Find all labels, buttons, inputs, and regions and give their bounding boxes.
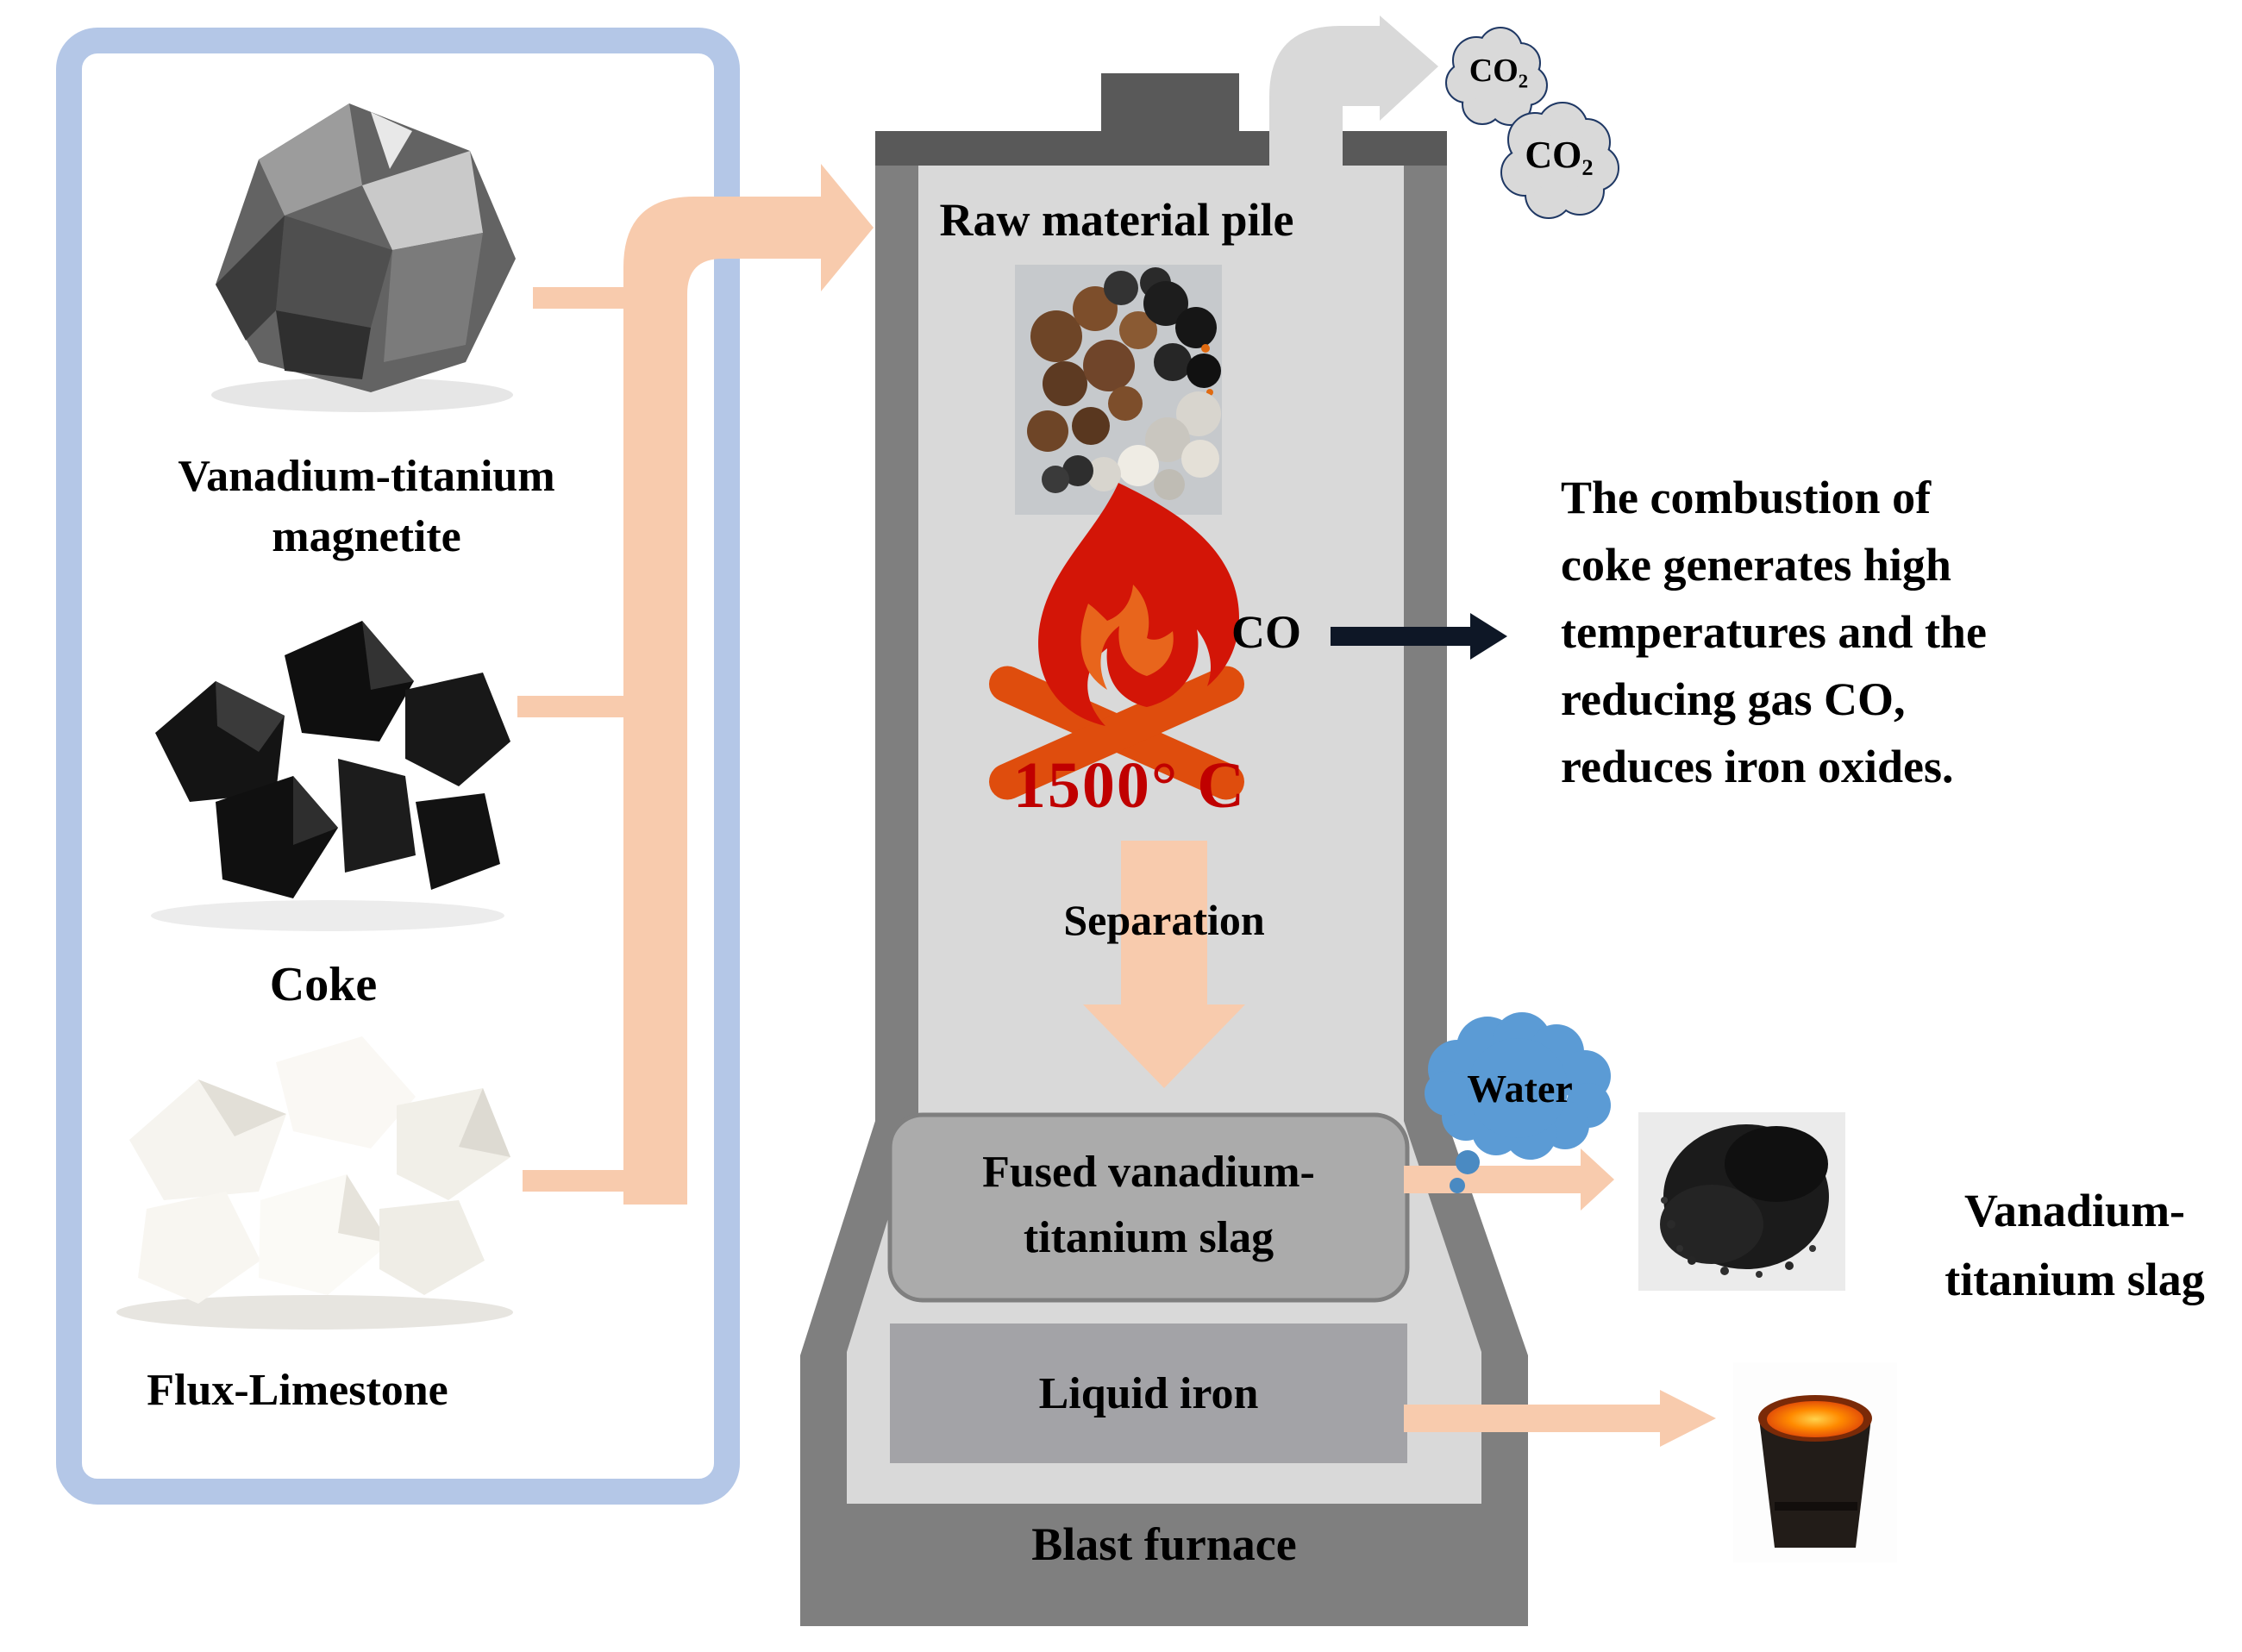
- combustion-note-line5: reduces iron oxides.: [1561, 741, 1954, 792]
- iron-box: [890, 1323, 1407, 1463]
- fire-icon: [989, 483, 1244, 800]
- slag-output-label-line2: titanium slag: [1945, 1254, 2205, 1305]
- exhaust-arrow: [1269, 16, 1438, 217]
- combustion-note-line3: temperatures and the: [1561, 606, 1987, 658]
- coke-label: Coke: [269, 958, 378, 1011]
- magnetite-label: Vanadium-titanium magnetite: [86, 447, 647, 567]
- slag-box-label-line2: titanium slag: [1023, 1213, 1274, 1262]
- feed-connector-limestone: [523, 1170, 625, 1192]
- iron-bucket-photo: [1733, 1362, 1897, 1562]
- slag-output-arrow: [1404, 1148, 1614, 1211]
- iron-output-arrow: [1404, 1390, 1716, 1447]
- co2-cloud-first: [1445, 27, 1548, 126]
- co-arrow: [1331, 613, 1507, 660]
- furnace-chimney-block: [1101, 73, 1239, 166]
- slag-box-label: Fused vanadium- titanium slag: [890, 1140, 1407, 1271]
- slag-box-label-line1: Fused vanadium-: [982, 1148, 1315, 1197]
- magnetite-label-line2: magnetite: [272, 512, 461, 561]
- combustion-note-line2: coke generates high: [1561, 539, 1951, 591]
- co2-cloud-second: [1500, 102, 1619, 219]
- separation-label: Separation: [1063, 896, 1265, 944]
- combustion-note-line1: The combustion of: [1561, 472, 1932, 523]
- combustion-note: The combustion of coke generates high te…: [1561, 464, 2147, 800]
- water-cloud: [1425, 1012, 1611, 1193]
- feed-arrow: [517, 164, 874, 1205]
- magnetite-photo: [211, 103, 516, 412]
- temperature-label: 1500° C: [1012, 749, 1247, 822]
- co2-label-second: CO₂: [1525, 134, 1594, 176]
- blast-furnace-label: Blast furnace: [1031, 1518, 1297, 1570]
- feed-connector-coke: [517, 696, 625, 717]
- slag-box: [887, 1112, 1410, 1303]
- feed-connector-magnetite: [533, 287, 625, 309]
- coke-photo: [151, 621, 510, 931]
- iron-box-label: Liquid iron: [1038, 1369, 1259, 1418]
- separation-arrow: [1083, 841, 1245, 1088]
- furnace-lid-right: [1341, 131, 1447, 166]
- combustion-note-line4: reducing gas CO,: [1561, 673, 1906, 725]
- slag-output-label: Vanadium- titanium slag: [1907, 1176, 2242, 1314]
- co-label: CO: [1231, 606, 1301, 658]
- magnetite-label-line1: Vanadium-titanium: [178, 452, 555, 501]
- water-label: Water: [1467, 1067, 1573, 1111]
- limestone-label: Flux-Limestone: [147, 1366, 448, 1415]
- limestone-photo: [116, 1036, 513, 1330]
- raw-material-pile-label: Raw material pile: [939, 194, 1294, 246]
- slag-output-label-line1: Vanadium-: [1963, 1185, 2186, 1236]
- slag-product-photo: [1638, 1112, 1845, 1291]
- raw-material-pile-photo: [1015, 265, 1222, 515]
- co2-label-first: CO₂: [1469, 53, 1529, 89]
